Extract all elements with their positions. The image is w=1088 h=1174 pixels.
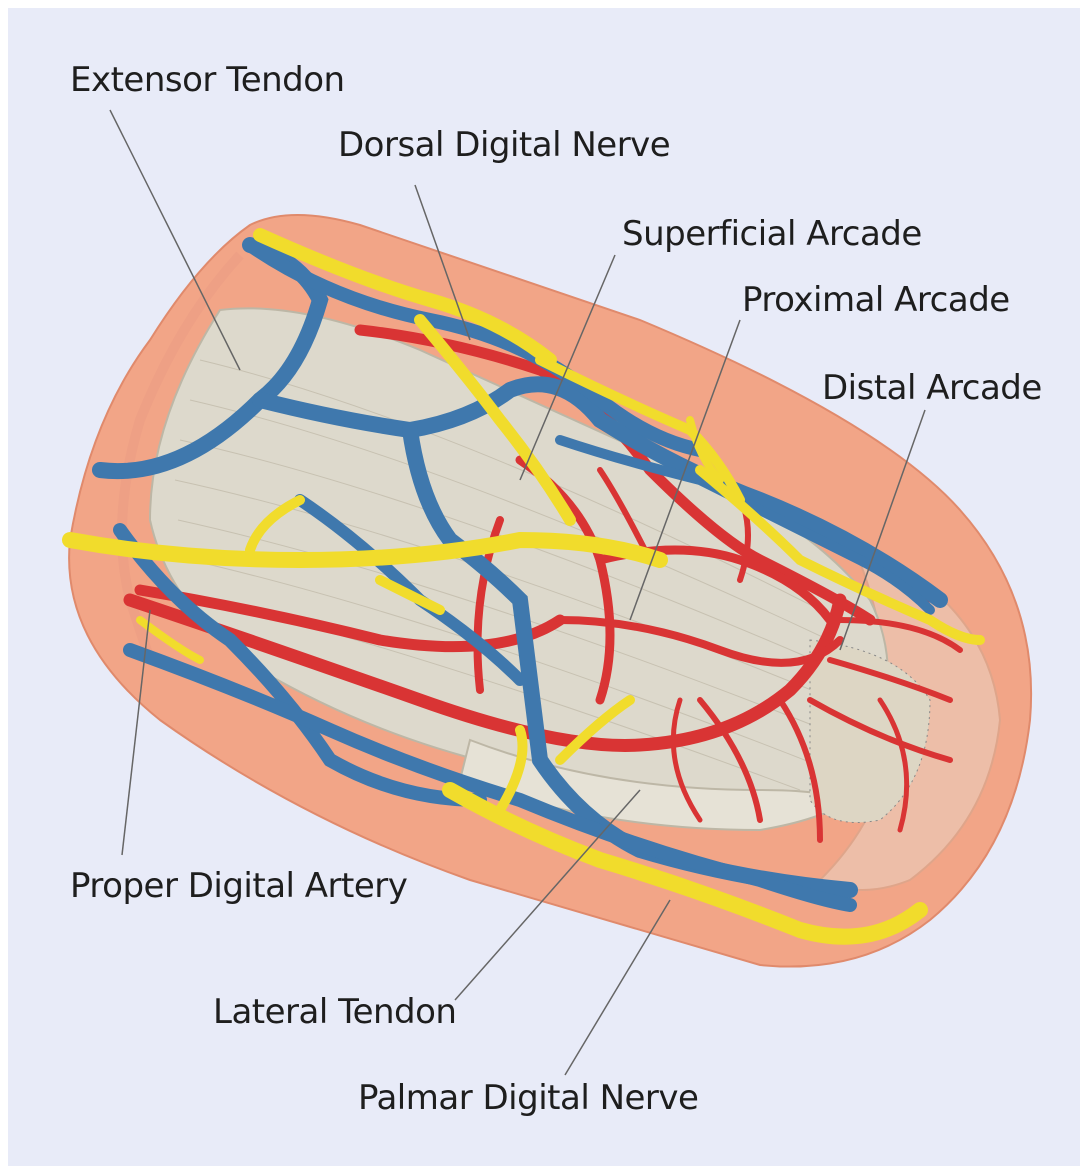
label-proper-digital-artery: Proper Digital Artery (70, 866, 407, 906)
label-dorsal-digital-nerve: Dorsal Digital Nerve (338, 125, 670, 165)
label-superficial-arcade: Superficial Arcade (622, 214, 922, 254)
label-distal-arcade: Distal Arcade (822, 368, 1042, 408)
label-proximal-arcade: Proximal Arcade (742, 280, 1010, 320)
label-extensor-tendon: Extensor Tendon (70, 60, 345, 100)
leader-palmar-digital-nerve (565, 900, 670, 1075)
label-lateral-tendon: Lateral Tendon (213, 992, 456, 1032)
label-palmar-digital-nerve: Palmar Digital Nerve (358, 1078, 698, 1118)
